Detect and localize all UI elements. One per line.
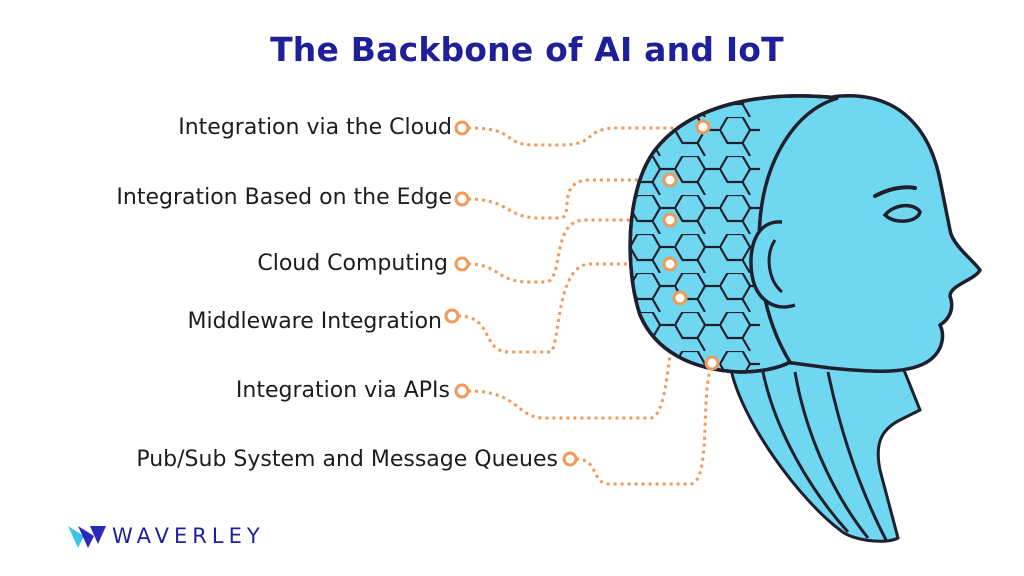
connector-3 — [467, 218, 668, 284]
connector-start-dot-4 — [444, 308, 460, 324]
connector-end-dot-1 — [695, 119, 711, 135]
connector-start-dot-2 — [454, 191, 470, 207]
item-label-4: Middleware Integration — [187, 309, 442, 334]
eyebrow — [873, 185, 917, 198]
eye — [882, 203, 922, 223]
connector-start-dot-1 — [454, 120, 470, 136]
neck-stripe-1 — [761, 371, 850, 534]
neck-stripe-2 — [793, 371, 870, 539]
connector-end-dot-3 — [662, 212, 678, 228]
neck-shape — [728, 358, 922, 543]
waverley-logo-icon — [68, 526, 106, 548]
brand-name: WAVERLEY — [112, 524, 265, 548]
ear-shape — [749, 220, 796, 309]
connector-5 — [467, 299, 682, 420]
connector-start-dot-6 — [562, 451, 578, 467]
item-label-6: Pub/Sub System and Message Queues — [136, 447, 558, 472]
connector-end-dot-2 — [662, 172, 678, 188]
connector-start-dot-3 — [454, 256, 470, 272]
connector-6 — [575, 364, 714, 486]
connector-end-dot-6 — [704, 355, 720, 371]
item-label-5: Integration via APIs — [235, 378, 450, 403]
page-title: The Backbone of AI and IoT — [270, 30, 784, 69]
item-label-2: Integration Based on the Edge — [116, 185, 452, 210]
neck-stripe-3 — [826, 371, 888, 541]
item-label-1: Integration via the Cloud — [178, 115, 452, 140]
connector-2 — [467, 178, 668, 220]
item-label-3: Cloud Computing — [257, 251, 448, 276]
ear-inner — [767, 239, 784, 294]
connector-start-dot-5 — [454, 383, 470, 399]
connector-4 — [457, 262, 668, 354]
connector-end-dot-5 — [672, 290, 688, 306]
connector-end-dot-4 — [662, 256, 678, 272]
